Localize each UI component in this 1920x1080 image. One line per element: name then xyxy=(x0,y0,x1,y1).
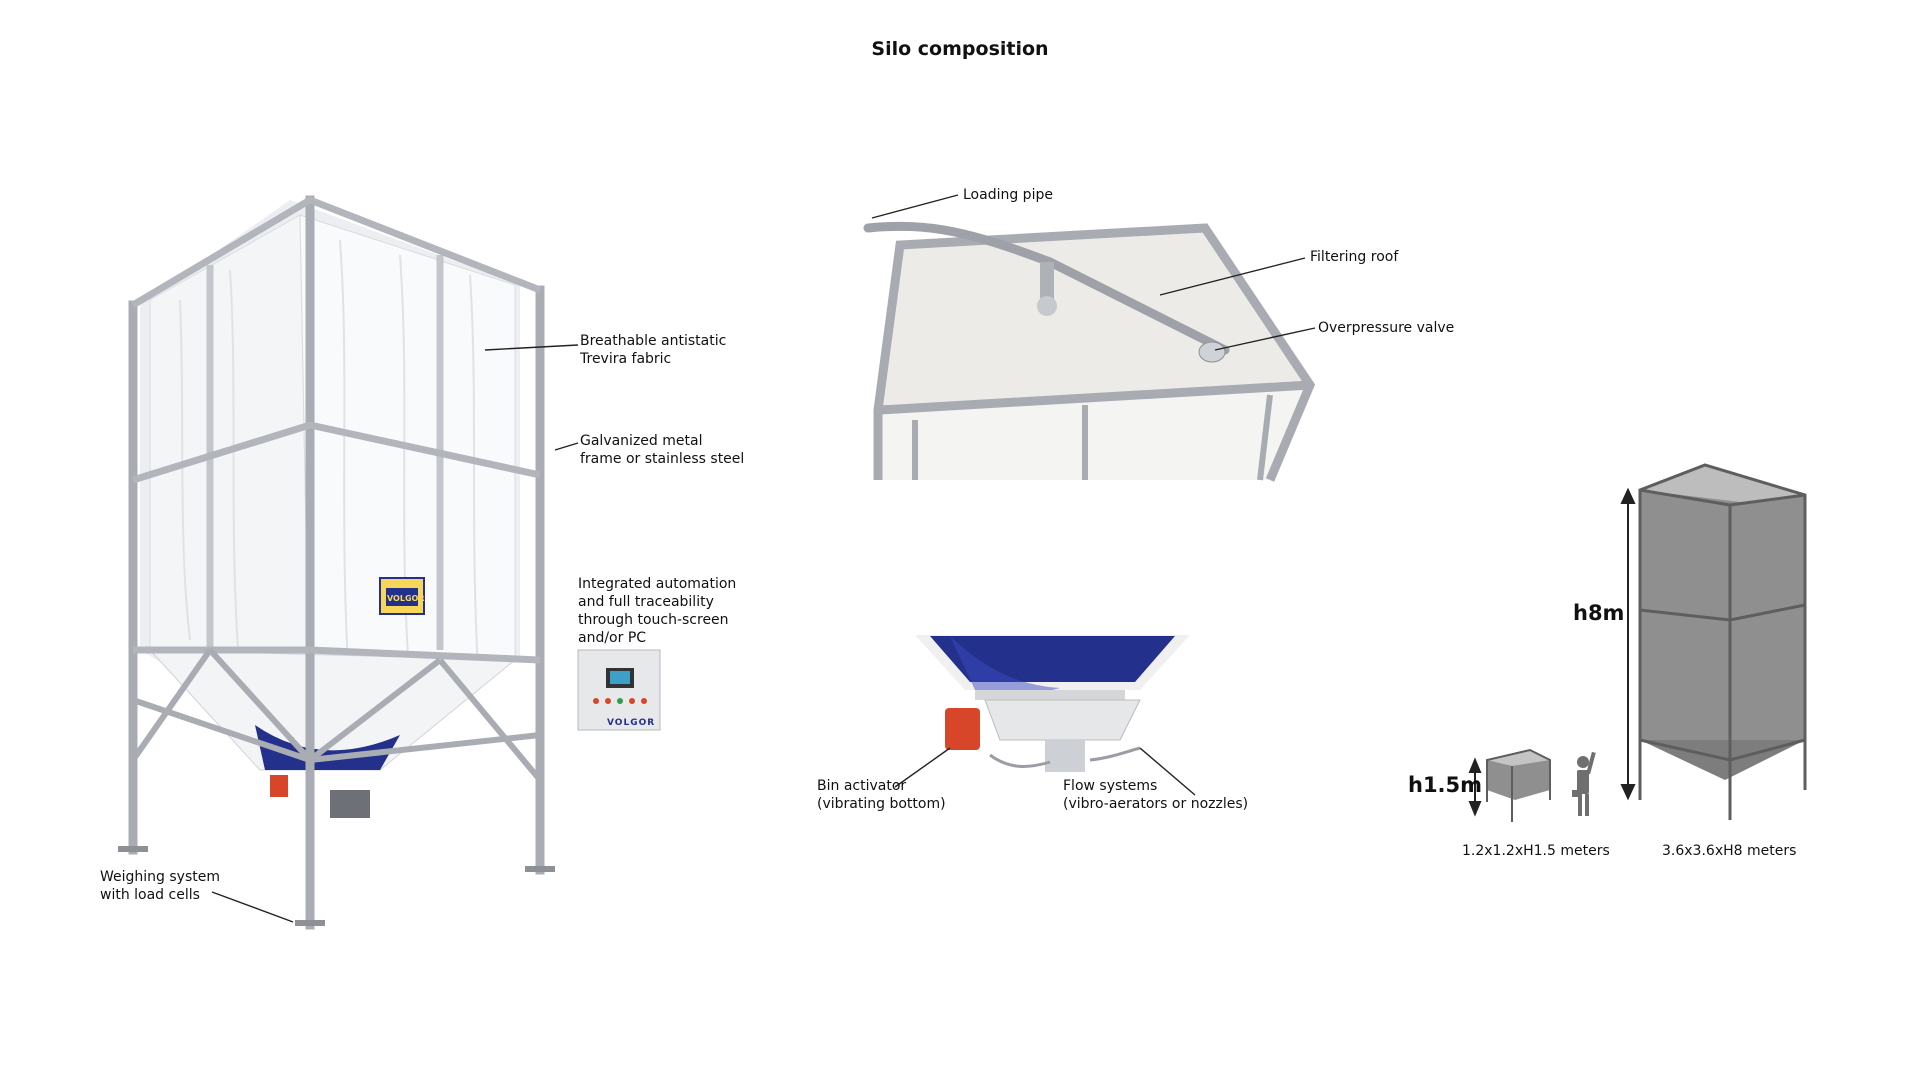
label-filtering-roof: Filtering roof xyxy=(1310,249,1399,265)
label-loading-pipe: Loading pipe xyxy=(963,187,1053,203)
label-overpressure-valve: Overpressure valve xyxy=(1318,320,1455,336)
motor-icon xyxy=(270,775,288,797)
large-dims-label: 3.6x3.6xH8 meters xyxy=(1662,843,1797,859)
label-fabric: Breathable antistatic Trevira fabric xyxy=(580,333,727,367)
page-title: Silo composition xyxy=(871,38,1049,60)
small-dims-label: 1.2x1.2xH1.5 meters xyxy=(1462,843,1610,859)
person-scale-icon xyxy=(1572,751,1596,816)
small-silo-silhouette xyxy=(1486,748,1551,822)
silo-brand-tag: VOLGOR xyxy=(387,594,425,603)
large-height-label: h8m xyxy=(1573,601,1625,625)
label-frame: Galvanized metal frame or stainless stee… xyxy=(580,433,745,467)
label-weighing: Weighing system with load cells xyxy=(100,869,220,903)
panel-brand: VOLGOR xyxy=(607,718,656,728)
label-bin-activator: Bin activator (vibrating bottom) xyxy=(817,778,946,812)
small-height-label: h1.5m xyxy=(1408,773,1483,797)
large-silo-silhouette xyxy=(1638,463,1807,820)
vibrator-motor-icon xyxy=(945,708,980,750)
label-automation: Integrated automation and full traceabil… xyxy=(578,576,737,646)
label-flow-systems: Flow systems (vibro-aerators or nozzles) xyxy=(1063,778,1249,812)
control-panel-illustration xyxy=(577,649,661,731)
